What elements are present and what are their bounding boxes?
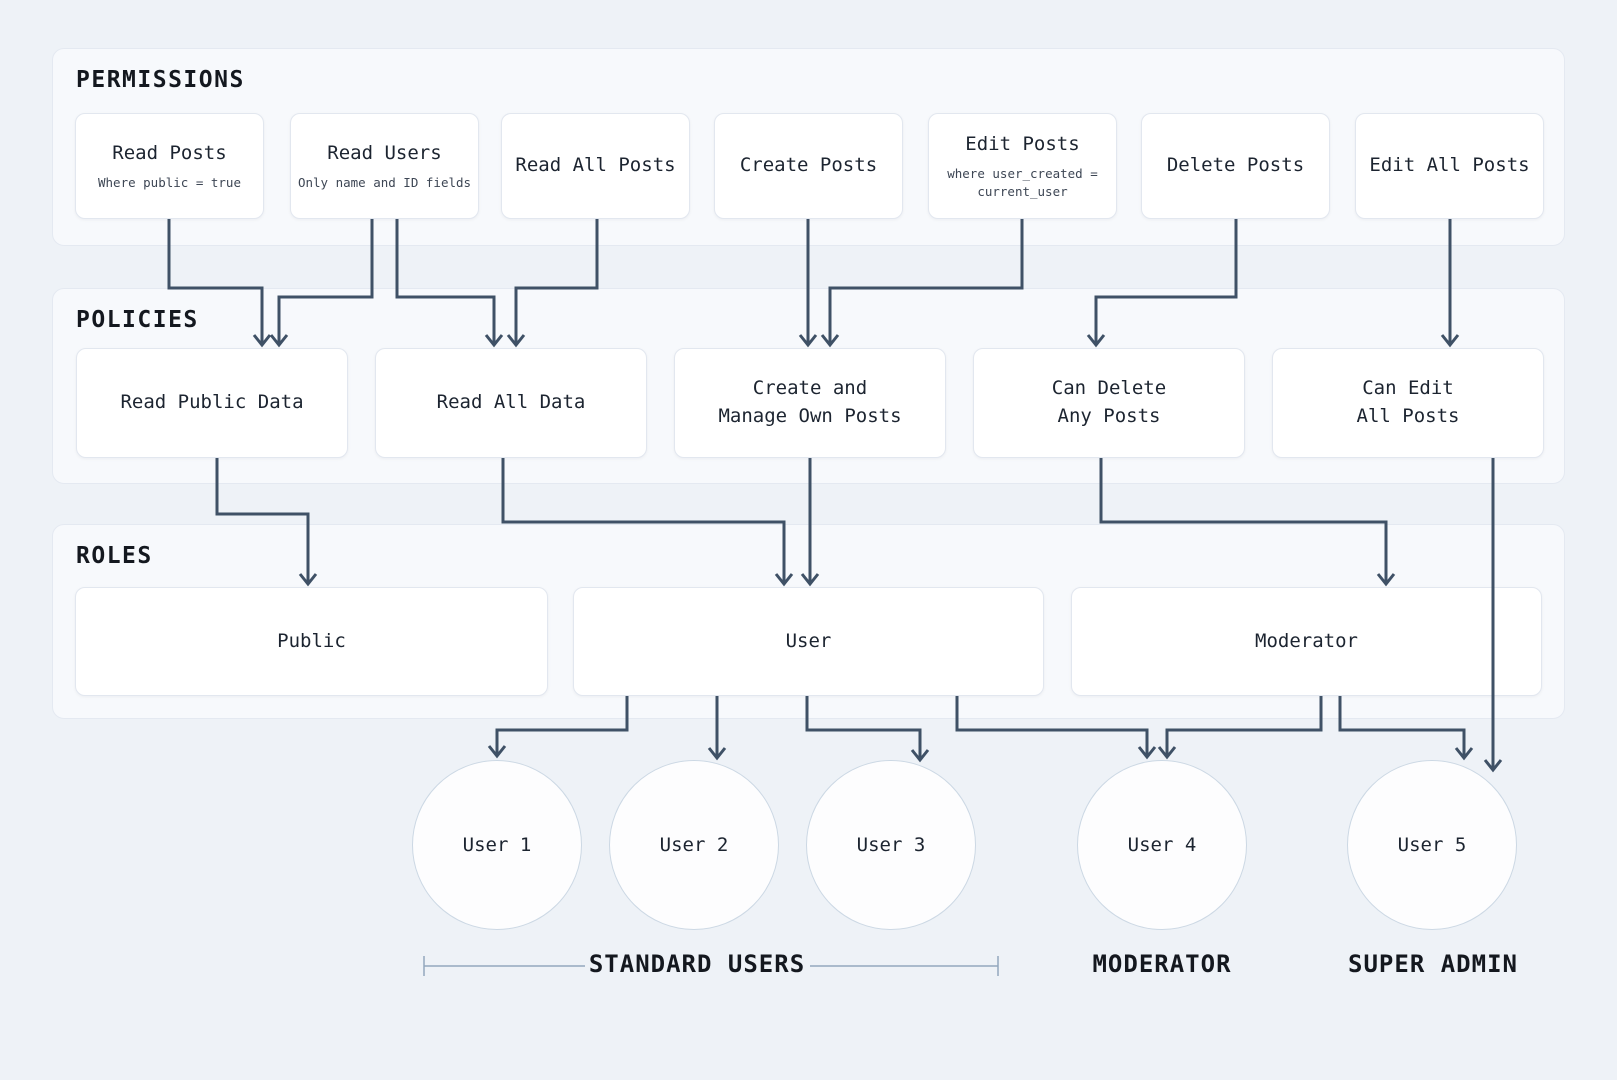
policies-section-title: POLICIES [76, 307, 199, 333]
user-circle-4: User 4 [1077, 760, 1247, 930]
role-node-title: Public [277, 629, 346, 652]
group-label-super-admin: SUPER ADMIN [1348, 950, 1518, 978]
permissions-section-title: PERMISSIONS [76, 67, 245, 93]
role-node-title: User [785, 629, 832, 652]
policy-node-create-manage-own-posts: Create and Manage Own Posts [674, 348, 946, 458]
permission-node-title: Read All Posts [515, 154, 676, 177]
policy-node-title: Can Delete Any Posts [1051, 377, 1167, 427]
permission-node-subtitle: where user_created = current_user [947, 166, 1098, 200]
permission-node-title: Create Posts [739, 154, 878, 177]
policy-node-title: Create and Manage Own Posts [718, 377, 902, 427]
role-node-moderator: Moderator [1071, 587, 1542, 696]
user-circle-3: User 3 [806, 760, 976, 930]
permission-node-subtitle: Only name and ID fields [297, 175, 472, 191]
group-label-standard-users: STANDARD USERS [588, 950, 806, 978]
permission-node-delete-posts: Delete Posts [1141, 113, 1330, 219]
permission-node-title: Read Users [327, 141, 442, 164]
user-circle-label: User 3 [856, 834, 926, 856]
user-circle-label: User 2 [659, 834, 729, 856]
policy-node-title: Can Edit All Posts [1356, 377, 1460, 427]
group-label-moderator: MODERATOR [1092, 950, 1232, 978]
user-circle-1: User 1 [412, 760, 582, 930]
permission-node-title: Edit All Posts [1369, 154, 1530, 177]
permission-node-read-all-posts: Read All Posts [501, 113, 690, 219]
roles-section-title: ROLES [76, 543, 153, 569]
user-circle-label: User 5 [1397, 834, 1467, 856]
permission-node-title: Delete Posts [1166, 154, 1305, 177]
user-circle-label: User 4 [1127, 834, 1197, 856]
permission-node-subtitle: Where public = true [98, 175, 241, 191]
policy-node-title: Read All Data [436, 391, 586, 414]
permission-node-edit-all-posts: Edit All Posts [1355, 113, 1544, 219]
role-node-public: Public [75, 587, 548, 696]
user-circle-5: User 5 [1347, 760, 1517, 930]
permission-node-read-posts: Read Posts Where public = true [75, 113, 264, 219]
user-circle-2: User 2 [609, 760, 779, 930]
permission-node-create-posts: Create Posts [714, 113, 903, 219]
user-circle-label: User 1 [462, 834, 532, 856]
policy-node-title: Read Public Data [120, 391, 304, 414]
policy-node-read-all-data: Read All Data [375, 348, 647, 458]
role-node-title: Moderator [1255, 629, 1358, 652]
policy-node-can-edit-all-posts: Can Edit All Posts [1272, 348, 1544, 458]
permission-node-title: Edit Posts [965, 132, 1080, 155]
policy-node-can-delete-any-posts: Can Delete Any Posts [973, 348, 1245, 458]
permission-node-title: Read Posts [112, 141, 227, 164]
policy-node-read-public-data: Read Public Data [76, 348, 348, 458]
permission-node-edit-posts: Edit Posts where user_created = current_… [928, 113, 1117, 219]
role-node-user: User [573, 587, 1044, 696]
permission-node-read-users: Read Users Only name and ID fields [290, 113, 479, 219]
